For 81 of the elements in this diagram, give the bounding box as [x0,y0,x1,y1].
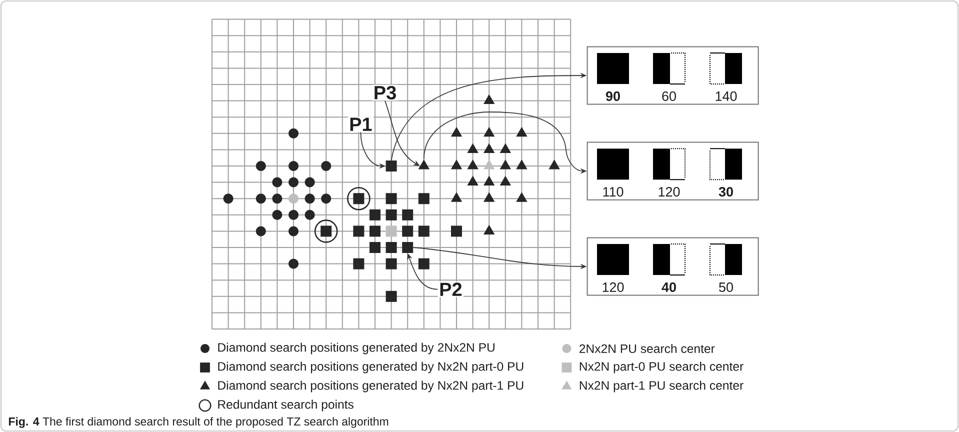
triangle-marker [467,160,478,170]
triangle-marker [500,176,512,186]
square-marker [353,226,364,237]
legend-text: Redundant search points [218,400,354,412]
circle-marker [288,258,298,269]
value-label: 60 [662,91,676,101]
circle-marker [272,194,282,204]
circle-marker [304,177,315,188]
legend-text: Diamond search positions generated by Nx2N part-0 PU [218,362,524,374]
square-marker [370,209,380,220]
square-marker [353,258,364,270]
legend-text: Nx2N part-0 PU search center [580,362,744,374]
caption: Fig. 4 The first diamond search result of the proposed TZ search algorithm [8,417,388,428]
circle-marker [304,194,315,204]
square-marker [370,242,380,253]
legend-text: Diamond search positions generated by 2Nx2N PU [218,342,494,354]
square-marker [386,193,397,204]
point-label: P1 [348,116,374,132]
value-label: 120 [602,282,624,292]
circle-marker [288,226,298,236]
circle-marker [288,161,298,171]
square-marker [418,258,430,270]
circle-marker [223,194,234,204]
square-marker [386,290,397,302]
triangle-marker [500,160,512,170]
value-label: 90 [606,91,620,101]
legend-text: 2Nx2N PU search center [580,344,715,354]
triangle-marker [500,143,512,153]
square-marker [320,226,332,237]
triangle-marker [548,160,560,170]
triangle-marker [418,160,430,170]
triangle-marker [483,126,495,137]
circle-marker [288,177,298,188]
value-label: 110 [603,187,624,197]
center-marker [483,160,495,170]
triangle-marker [467,176,478,186]
triangle-marker [483,176,495,186]
triangle-marker [483,192,495,202]
square-marker [353,193,364,204]
triangle-marker [450,126,462,137]
circle-marker [321,194,332,204]
circle-marker [304,210,315,220]
circle-marker [321,161,332,171]
circle-marker [256,226,266,236]
triangle-marker [450,160,462,170]
square-marker [370,226,380,237]
square-marker [386,258,397,270]
square-marker [386,160,397,172]
center-marker [386,226,397,237]
square-marker [402,226,414,237]
triangle-marker [483,224,495,234]
value-label: 120 [658,187,680,197]
circle-marker [288,210,298,220]
point-label: P3 [372,84,398,101]
value-label: 40 [662,282,676,292]
square-marker [386,209,397,220]
square-marker [402,209,414,220]
triangle-marker [516,160,528,170]
square-marker [402,242,414,253]
circle-marker [272,177,282,188]
triangle-marker [483,143,495,153]
value-label: 50 [719,282,733,292]
triangle-marker [450,192,462,202]
point-label: P2 [438,281,464,298]
triangle-marker [516,192,528,202]
square-marker [418,193,430,204]
legend-text: Nx2N part-1 PU search center [580,380,744,392]
triangle-marker [516,126,528,137]
circle-marker [272,210,282,220]
square-marker [386,242,397,253]
circle-marker [256,194,266,204]
center-marker [288,194,298,204]
circle-marker [288,128,298,138]
legend-text: Diamond search positions generated by Nx2N part-1 PU [218,380,524,392]
square-marker [418,226,430,237]
triangle-marker [483,94,495,104]
triangle-marker [467,143,478,153]
value-label: 140 [716,91,737,101]
square-marker [451,226,462,237]
value-label: 30 [718,187,733,197]
circle-marker [256,161,266,171]
